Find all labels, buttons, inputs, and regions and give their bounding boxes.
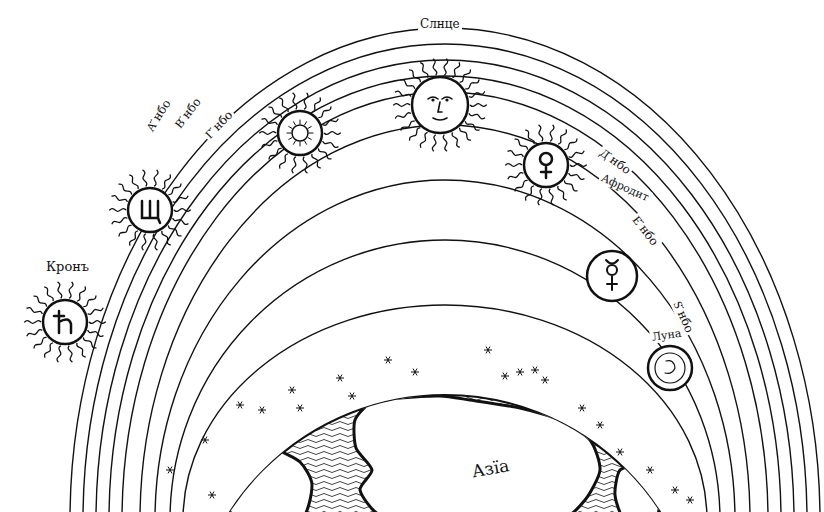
mars-sun xyxy=(259,93,341,173)
sphere-label: Луна xyxy=(649,326,684,344)
venus-sun xyxy=(505,125,587,205)
sphere-label: Г҃ нбо xyxy=(201,106,237,142)
mercury xyxy=(587,251,637,301)
sphere-label: Слнце xyxy=(418,17,462,31)
sphere-label: Е҃ нбо xyxy=(628,212,662,250)
jupiter-sun xyxy=(109,170,191,250)
earth xyxy=(189,395,701,512)
sphere-label: В҃ нбо xyxy=(170,94,205,133)
moon xyxy=(648,346,692,390)
sphere-label: Кронъ xyxy=(44,259,91,274)
sun xyxy=(393,59,487,152)
saturn-sun xyxy=(24,282,106,362)
sphere-label: А҃ нбо xyxy=(142,95,175,135)
